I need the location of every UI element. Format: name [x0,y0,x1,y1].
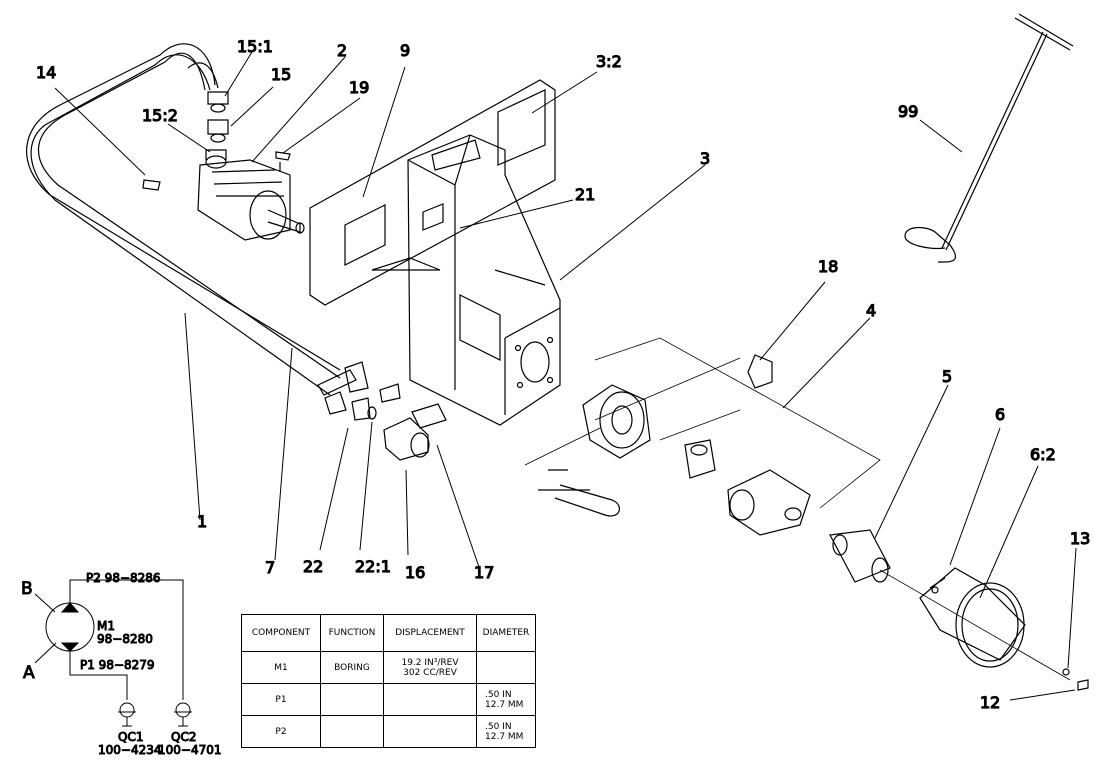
callout-3-2: 3:2 [596,52,622,71]
callout-15-2: 15:2 [142,106,178,125]
port-a-label: A [23,663,35,683]
component-table: COMPONENT FUNCTION DISPLACEMENT DIAMETER… [241,614,536,748]
hose-fittings [317,361,447,461]
port-b-label: B [21,579,33,599]
qc2-part: 100−4701 [158,743,222,757]
flow-arrow-up-icon [60,602,80,613]
callout-17: 17 [474,563,494,582]
cell-component: M1 [241,651,321,684]
hydraulic-schematic: B A P2 98−8286 M1 98−8280 P1 98−8279 QC1… [21,571,223,758]
p2-label: P2 98−8286 [86,571,161,585]
col-function: FUNCTION [320,614,384,652]
callout-19: 19 [349,78,369,97]
callout-5: 5 [942,367,952,386]
drive-shaft [829,529,891,583]
t-handle-tool [904,13,1074,263]
callout-18: 18 [818,257,838,276]
cell-diameter [476,651,536,684]
qc2-symbol [175,702,191,718]
cell-diameter: .50 IN 12.7 MM [476,683,536,716]
table-row: M1 BORING 19.2 IN³/REV 302 CC/REV [241,651,536,684]
qc2-name: QC2 [171,730,196,744]
m1-name: M1 [97,619,115,633]
hydraulic-motor [197,149,305,241]
callout-3: 3 [700,149,710,168]
yoke-coupling [538,354,773,517]
qc1-symbol [119,702,135,718]
u-joint [684,439,811,536]
diameter-mm: 12.7 MM [485,731,524,742]
m1-part: 98−8280 [97,632,153,646]
col-displacement: DISPLACEMENT [383,614,477,652]
callout-13: 13 [1070,529,1090,548]
cell-displacement [383,683,477,716]
callout-22: 22 [303,557,323,576]
callout-1: 1 [197,512,207,531]
frame-bracket [407,134,561,426]
cell-displacement [383,715,477,748]
guide-lines [524,337,1071,681]
qc1-name: QC1 [118,730,143,744]
cell-diameter: .50 IN 12.7 MM [476,715,536,748]
cell-function [320,715,384,748]
table-header-row: COMPONENT FUNCTION DISPLACEMENT DIAMETER [241,614,536,652]
diameter-in: .50 IN [485,689,512,700]
hose-assembly [26,43,341,396]
displacement-in: 19.2 IN³/REV [401,657,459,668]
diameter-in: .50 IN [485,721,512,732]
callout-14: 14 [36,63,56,82]
small-fitting [142,151,291,191]
displacement-cc: 302 CC/REV [403,667,457,678]
qc1-part: 100−4234 [98,743,162,757]
flow-arrow-down-icon [60,642,80,652]
mount-plate [309,79,556,306]
callout-6: 6 [995,405,1005,424]
callout-4: 4 [866,301,876,320]
cell-component: P2 [241,715,321,748]
callout-12: 12 [980,693,1000,712]
callout-15-1: 15:1 [237,37,273,56]
cell-component: P1 [241,683,321,716]
cell-function: BORING [320,651,384,684]
callout-21: 21 [575,185,595,204]
cell-function [320,683,384,716]
callout-6-2: 6:2 [1030,445,1056,464]
leader-lines [54,51,1077,701]
col-component: COMPONENT [241,614,321,652]
callout-9: 9 [400,41,410,60]
table-row: P1 .50 IN 12.7 MM [241,683,536,716]
col-diameter: DIAMETER [476,614,536,652]
callout-labels: 15:1 2 9 3:2 14 15 19 15:2 99 3 21 18 4 … [35,36,1091,712]
screw-hardware [1062,668,1089,691]
callout-2: 2 [337,41,347,60]
diameter-mm: 12.7 MM [485,699,524,710]
fitting-stack [207,91,229,143]
callout-16: 16 [405,563,425,582]
callout-7: 7 [265,558,275,577]
callout-22-1: 22:1 [355,557,391,576]
p1-label: P1 98−8279 [80,658,155,672]
cell-displacement: 19.2 IN³/REV 302 CC/REV [383,651,477,684]
callout-99: 99 [898,102,918,121]
callout-15: 15 [271,65,291,84]
table-row: P2 .50 IN 12.7 MM [241,715,536,748]
guard-housing [919,567,1026,668]
